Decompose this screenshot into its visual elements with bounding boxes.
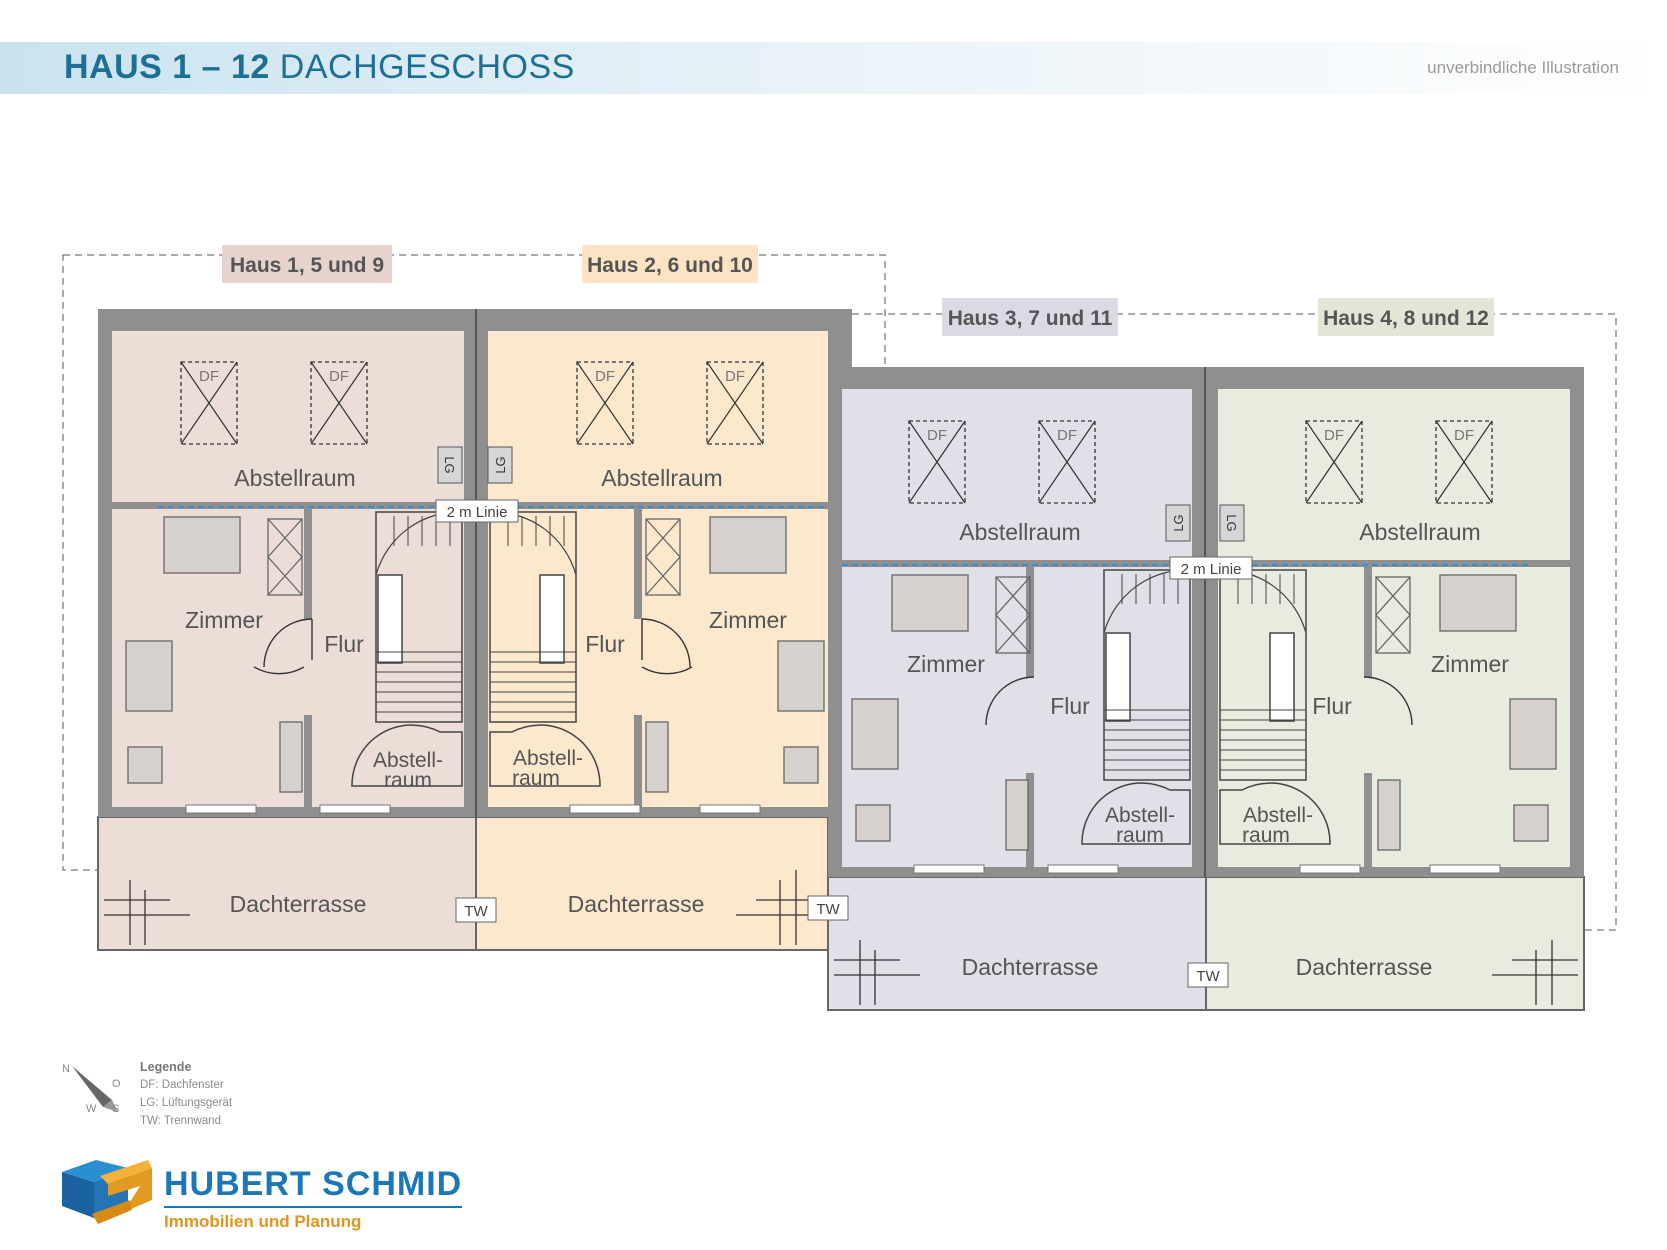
room-zimmer-4: Zimmer — [1431, 651, 1509, 677]
house-label-3: Haus 3, 7 und 11 — [948, 307, 1113, 330]
skylight-label: DF — [329, 368, 349, 385]
company-name: HUBERT SCHMID — [164, 1164, 463, 1208]
skylight-label: DF — [927, 427, 947, 444]
terrace-4 — [1205, 876, 1585, 1011]
skylight-icon: DF — [310, 361, 368, 445]
two-meter-tag-right: 2 m Linie — [1181, 561, 1242, 578]
legend-item-df: DF: Dachfenster — [140, 1079, 224, 1091]
ventilation-unit-icon: LG — [487, 446, 513, 484]
room-abstellraum-4: Abstellraum — [1359, 519, 1480, 545]
ventilation-unit-label: LG — [493, 456, 508, 473]
room-dachterrasse-1: Dachterrasse — [230, 891, 367, 917]
page-title: HAUS 1 – 12 DACHGESCHOSS — [64, 48, 575, 87]
room-abstell-2a: Abstell- — [513, 747, 583, 770]
ventilation-unit-icon: LG — [437, 446, 463, 484]
room-abstell-1b: raum — [384, 769, 432, 792]
room-zimmer-3: Zimmer — [907, 651, 985, 677]
skylight-label: DF — [725, 368, 745, 385]
compass-w: W — [86, 1103, 97, 1115]
page-title-bold: HAUS 1 – 12 — [64, 48, 270, 86]
ventilation-unit-label: LG — [442, 456, 457, 473]
room-abstell-3b: raum — [1116, 824, 1164, 847]
skylight-icon: DF — [908, 420, 966, 504]
room-flur-4: Flur — [1312, 693, 1352, 719]
legend-item-tw: TW: Trennwand — [140, 1115, 221, 1127]
room-abstellraum-3: Abstellraum — [959, 519, 1080, 545]
house-label-1: Haus 1, 5 und 9 — [230, 254, 384, 277]
legend: Legende DF: Dachfenster LG: Lüftungsgerä… — [140, 1058, 232, 1130]
room-abstell-3a: Abstell- — [1105, 804, 1175, 827]
skylight-label: DF — [1324, 427, 1344, 444]
stairs-2 — [489, 511, 577, 723]
skylight-icon: DF — [180, 361, 238, 445]
disclaimer: unverbindliche Illustration — [1427, 58, 1619, 77]
two-meter-tag-left: 2 m Linie — [447, 504, 508, 521]
wall-step — [828, 309, 852, 367]
page-title-rest: DACHGESCHOSS — [279, 48, 575, 86]
stairs-4 — [1219, 569, 1307, 781]
skylight-icon: DF — [1038, 420, 1096, 504]
stairs-1 — [375, 511, 463, 723]
room-dachterrasse-4: Dachterrasse — [1296, 954, 1433, 980]
room-abstell-4a: Abstell- — [1243, 804, 1313, 827]
compass-n: N — [62, 1063, 70, 1075]
room-flur-2: Flur — [585, 631, 625, 657]
stairs-3 — [1103, 569, 1191, 781]
tw-tag-3: TW — [1196, 968, 1220, 985]
ventilation-unit-icon: LG — [1219, 504, 1245, 542]
legend-title: Legende — [140, 1060, 192, 1074]
room-dachterrasse-2: Dachterrasse — [568, 891, 705, 917]
header-band — [0, 42, 1667, 94]
ventilation-unit-label: LG — [1224, 514, 1239, 531]
compass-icon: N O S W — [62, 1063, 121, 1115]
skylight-label: DF — [1454, 427, 1474, 444]
terrace-2 — [475, 816, 829, 951]
room-abstell-2b: raum — [512, 767, 560, 790]
skylight-label: DF — [595, 368, 615, 385]
skylight-icon: DF — [706, 361, 764, 445]
tw-tag-1: TW — [464, 903, 488, 920]
skylight-icon: DF — [1305, 420, 1363, 504]
company-logo-icon — [62, 1160, 152, 1224]
house-label-2: Haus 2, 6 und 10 — [587, 254, 753, 277]
skylight-icon: DF — [1435, 420, 1493, 504]
company-tagline: Immobilien und Planung — [164, 1212, 362, 1231]
compass-o: O — [112, 1078, 121, 1090]
room-zimmer-1: Zimmer — [185, 607, 263, 633]
room-zimmer-2: Zimmer — [709, 607, 787, 633]
house-label-4: Haus 4, 8 und 12 — [1323, 307, 1489, 330]
compass-s: S — [112, 1103, 119, 1115]
room-abstellraum-2: Abstellraum — [601, 465, 722, 491]
skylight-icon: DF — [576, 361, 634, 445]
ventilation-unit-label: LG — [1171, 514, 1186, 531]
skylight-label: DF — [199, 368, 219, 385]
terrace-3 — [827, 876, 1207, 1011]
ventilation-unit-icon: LG — [1165, 504, 1191, 542]
room-abstell-4b: raum — [1242, 824, 1290, 847]
tw-tag-2: TW — [816, 901, 840, 918]
room-flur-3: Flur — [1050, 693, 1090, 719]
company-logo: HUBERT SCHMID Immobilien und Planung — [164, 1164, 463, 1232]
terrace-1 — [97, 816, 477, 951]
room-flur-1: Flur — [324, 631, 364, 657]
legend-item-lg: LG: Lüftungsgerät — [140, 1097, 233, 1109]
room-abstellraum-1: Abstellraum — [234, 465, 355, 491]
room-abstell-1a: Abstell- — [373, 749, 443, 772]
room-dachterrasse-3: Dachterrasse — [962, 954, 1099, 980]
skylight-label: DF — [1057, 427, 1077, 444]
